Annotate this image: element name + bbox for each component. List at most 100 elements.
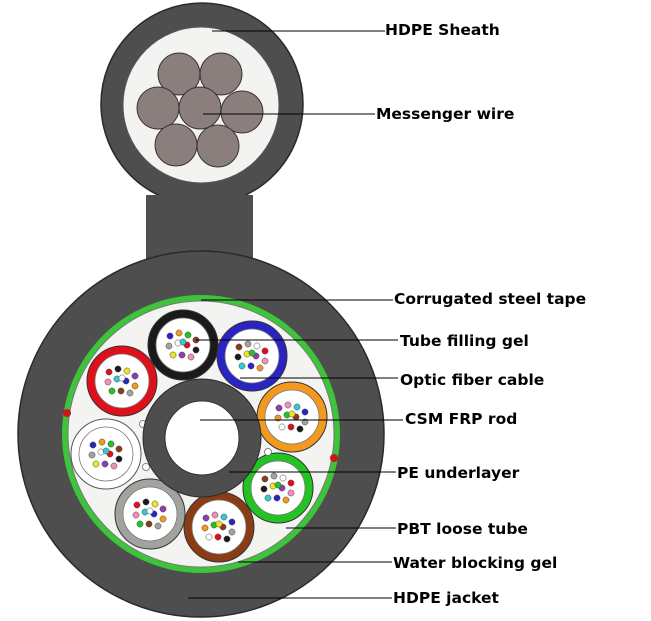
optic-fiber xyxy=(211,511,219,519)
optic-fiber xyxy=(260,485,268,493)
optic-fiber xyxy=(154,522,162,530)
optic-fiber xyxy=(126,389,134,397)
optic-fiber xyxy=(202,514,210,522)
optic-fiber xyxy=(110,462,118,470)
label-hdpe-jacket: HDPE jacket xyxy=(393,589,500,607)
optic-fiber xyxy=(264,494,272,502)
optic-fiber xyxy=(179,338,187,346)
optic-fiber xyxy=(101,460,109,468)
leader-lines xyxy=(188,30,403,599)
ripcord-dot-right xyxy=(330,454,338,462)
label-pbt-loose-tube: PBT loose tube xyxy=(397,520,528,538)
optic-fiber xyxy=(107,440,115,448)
optic-fiber xyxy=(88,451,96,459)
optic-fiber xyxy=(220,513,228,521)
green-loose-tube xyxy=(242,452,314,524)
label-tube-filling-gel: Tube filling gel xyxy=(400,332,529,350)
optic-fiber xyxy=(165,342,173,350)
optic-fiber xyxy=(184,331,192,339)
optic-fiber xyxy=(256,364,264,372)
optic-fiber xyxy=(296,425,304,433)
optic-fiber xyxy=(166,332,174,340)
optic-fiber xyxy=(214,533,222,541)
optic-fiber xyxy=(244,340,252,348)
optic-fiber xyxy=(169,351,177,359)
optic-fiber xyxy=(284,401,292,409)
optic-fiber xyxy=(98,438,106,446)
messenger-wire-strands xyxy=(136,52,264,168)
optic-fiber xyxy=(261,357,269,365)
optic-fiber xyxy=(123,367,131,375)
optic-fiber xyxy=(92,460,100,468)
optic-fiber xyxy=(288,410,296,418)
filler-dot xyxy=(264,448,272,456)
ripcord-dot-left xyxy=(63,409,71,417)
optic-fiber xyxy=(293,403,301,411)
orange-loose-tube xyxy=(256,381,328,453)
optic-fiber xyxy=(287,479,295,487)
optic-fiber xyxy=(234,353,242,361)
optic-fiber xyxy=(151,500,159,508)
optic-fiber xyxy=(104,378,112,386)
messenger-wire-strand xyxy=(220,90,264,134)
optic-fiber xyxy=(175,329,183,337)
optic-fiber xyxy=(178,351,186,359)
label-hdpe-sheath: HDPE Sheath xyxy=(385,21,500,39)
optic-fiber xyxy=(118,374,126,382)
optic-fiber xyxy=(117,387,125,395)
optic-fiber xyxy=(238,362,246,370)
optic-fiber xyxy=(133,501,141,509)
blue-loose-tube xyxy=(216,320,288,392)
optic-fiber xyxy=(187,353,195,361)
optic-fiber xyxy=(301,408,309,416)
optic-fiber xyxy=(132,511,140,519)
optic-fiber xyxy=(223,535,231,543)
optic-fiber xyxy=(108,387,116,395)
label-water-blocking-gel: Water blocking gel xyxy=(393,554,557,572)
optic-fiber xyxy=(287,423,295,431)
main-cable xyxy=(17,250,385,618)
optic-fiber xyxy=(131,382,139,390)
optic-fiber xyxy=(115,455,123,463)
gray-loose-tube xyxy=(114,478,186,550)
optic-fiber xyxy=(115,445,123,453)
optic-fiber xyxy=(142,498,150,506)
optic-fiber xyxy=(102,447,110,455)
white-loose-tube xyxy=(70,418,142,490)
black-loose-tube xyxy=(147,309,219,381)
label-csm-frp-rod: CSM FRP rod xyxy=(405,410,517,428)
optic-fiber xyxy=(205,533,213,541)
optic-fiber xyxy=(145,520,153,528)
filler-dot xyxy=(142,463,150,471)
optic-fiber xyxy=(201,524,209,532)
optic-fiber xyxy=(228,518,236,526)
red-loose-tube xyxy=(86,345,158,417)
optic-fiber xyxy=(261,475,269,483)
callout-labels: HDPE Sheath Messenger wire Corrugated st… xyxy=(376,21,586,607)
optic-fiber xyxy=(228,528,236,536)
optic-fiber xyxy=(192,346,200,354)
label-corrugated-steel-tape: Corrugated steel tape xyxy=(394,290,586,308)
label-pe-underlayer: PE underlayer xyxy=(397,464,520,482)
label-optic-fiber-cable: Optic fiber cable xyxy=(400,371,544,389)
optic-fiber xyxy=(282,496,290,504)
optic-fiber xyxy=(105,368,113,376)
optic-fiber xyxy=(287,489,295,497)
optic-fiber xyxy=(247,362,255,370)
optic-fiber xyxy=(261,347,269,355)
messenger-unit xyxy=(100,2,304,206)
optic-fiber xyxy=(146,507,154,515)
optic-fiber xyxy=(274,481,282,489)
optic-fiber xyxy=(136,520,144,528)
brown-loose-tube xyxy=(183,491,255,563)
optic-fiber xyxy=(235,343,243,351)
optic-fiber xyxy=(131,372,139,380)
optic-fiber xyxy=(114,365,122,373)
csm-frp-rod xyxy=(164,400,240,476)
optic-fiber xyxy=(253,342,261,350)
messenger-wire-strand xyxy=(154,123,198,167)
loose-tube-group xyxy=(70,309,328,563)
messenger-wire-strand xyxy=(136,86,180,130)
messenger-wire-strand xyxy=(199,52,243,96)
